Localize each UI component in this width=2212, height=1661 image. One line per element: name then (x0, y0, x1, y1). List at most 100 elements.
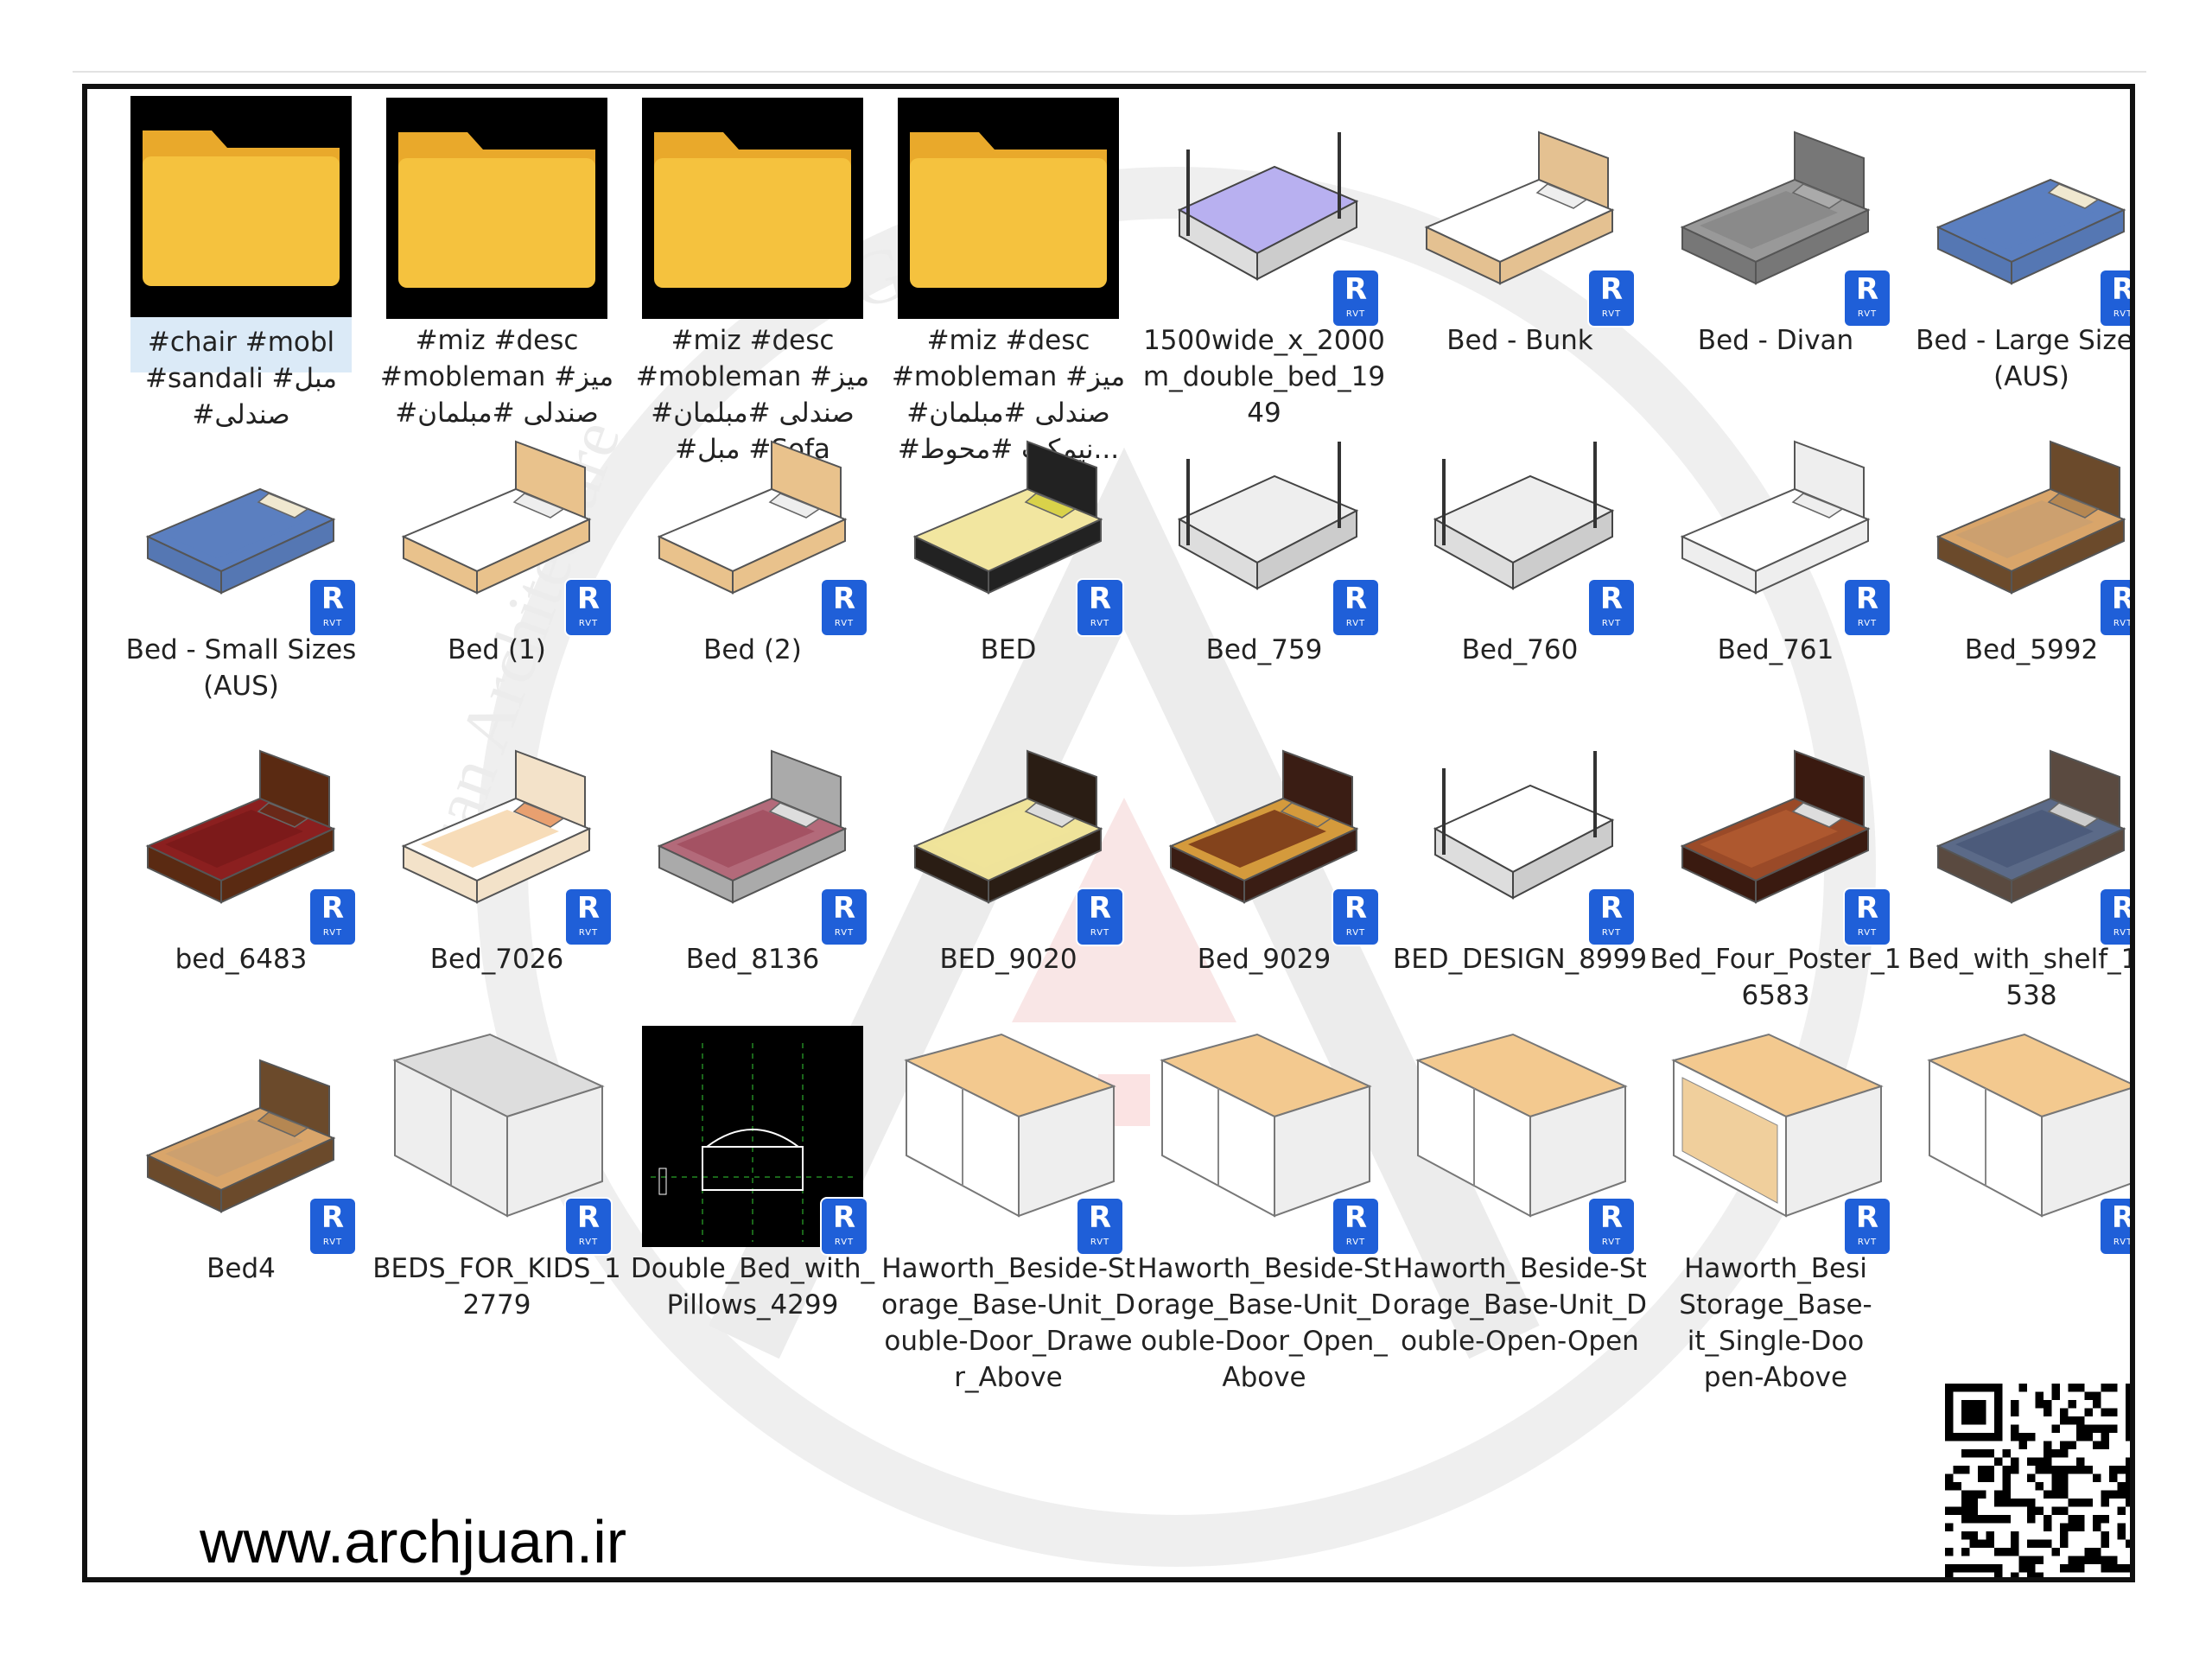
revit-badge-letter: R (1855, 891, 1879, 926)
revit-badge-sub: RVT (1345, 619, 1366, 628)
file-name-label: #chair #mobl #sandali #مبل #صندلی (145, 327, 337, 430)
revit-file-icon: R RVT (1333, 270, 1378, 326)
revit-badge-letter: R (1855, 1200, 1879, 1235)
file-item[interactable]: R RVT (1904, 1022, 2135, 1332)
revit-badge-letter: R (321, 582, 345, 616)
revit-badge-letter: R (1599, 582, 1624, 616)
revit-badge-letter: R (1344, 891, 1368, 926)
revit-badge-sub: RVT (578, 928, 599, 938)
revit-badge-letter: R (832, 891, 856, 926)
revit-badge-letter: R (1088, 582, 1112, 616)
model-thumbnail: R RVT (1665, 98, 1890, 326)
revit-badge-letter: R (2111, 891, 2135, 926)
file-name-label: Bed_8136 (685, 944, 820, 975)
file-name-label: Bed - Small Sizes (AUS) (125, 634, 357, 702)
model-thumbnail: R RVT (1154, 716, 1378, 945)
file-name-label: BED_9020 (939, 944, 1077, 975)
revit-badge-sub: RVT (1601, 619, 1622, 628)
file-name-label: BED_DESIGN_8999 (1392, 944, 1648, 975)
revit-badge-sub: RVT (2113, 1238, 2133, 1247)
model-thumbnail: R RVT (1921, 1026, 2135, 1254)
folder-item[interactable]: #miz #desc #mobleman #میز #صندلی #مبلمان (369, 94, 625, 429)
phone-text: 09224330727 (200, 1577, 626, 1582)
model-thumbnail: R RVT (1409, 407, 1634, 635)
revit-badge-letter: R (576, 1200, 601, 1235)
revit-badge-sub: RVT (1090, 619, 1110, 628)
revit-badge-sub: RVT (1345, 1238, 1366, 1247)
file-item[interactable]: R RVT Bed_Four_Poster_16583 (1648, 713, 1904, 1022)
file-name-label: Bed4 (207, 1253, 276, 1284)
revit-file-icon: R RVT (1589, 580, 1634, 635)
revit-badge-letter: R (1855, 272, 1879, 307)
folder-item[interactable]: #miz #desc #mobleman #میز #صندلی #مبلمان… (625, 94, 880, 465)
revit-badge-letter: R (1855, 582, 1879, 616)
revit-file-icon: R RVT (566, 889, 611, 945)
file-name-label: Haworth_Beside-Storage_Base-Unit_Double-… (1392, 1253, 1648, 1357)
folder-item[interactable]: #chair #mobl #sandali #مبل #صندلی (130, 96, 352, 430)
revit-badge-sub: RVT (2113, 928, 2133, 938)
revit-badge-sub: RVT (1345, 309, 1366, 319)
revit-badge-letter: R (2111, 1200, 2135, 1235)
folder-icon (642, 98, 863, 319)
file-name-label: Bed_Four_Poster_16583 (1649, 944, 1902, 1011)
website-text: www.archjuan.ir (200, 1508, 627, 1575)
revit-badge-letter: R (1344, 272, 1368, 307)
revit-badge-letter: R (576, 582, 601, 616)
file-name-label: #miz #desc #mobleman #میز #صندلی #مبلمان… (635, 325, 870, 465)
revit-badge-sub: RVT (1857, 928, 1878, 938)
revit-badge-sub: RVT (1345, 928, 1366, 938)
file-name-label: bed_6483 (175, 944, 308, 975)
file-name-label: Bed_761 (1717, 634, 1834, 665)
revit-badge-sub: RVT (834, 619, 855, 628)
revit-badge-letter: R (321, 891, 345, 926)
file-name-label: BEDS_FOR_KIDS_12779 (372, 1253, 621, 1321)
revit-badge-sub: RVT (1601, 309, 1622, 319)
folder-item[interactable]: #miz #desc #mobleman #میز #صندلی #مبلمان… (880, 94, 1136, 465)
revit-badge-sub: RVT (2113, 309, 2133, 319)
model-thumbnail: R RVT (898, 407, 1122, 635)
file-name-label: Bed - Large Sizes (AUS) (1916, 325, 2135, 392)
revit-badge-letter: R (576, 891, 601, 926)
revit-badge-sub: RVT (1857, 309, 1878, 319)
file-name-label: Haworth_Beside-Storage_Base-Unit_Double-… (880, 1253, 1136, 1393)
file-name-label: Bed (2) (703, 634, 802, 665)
